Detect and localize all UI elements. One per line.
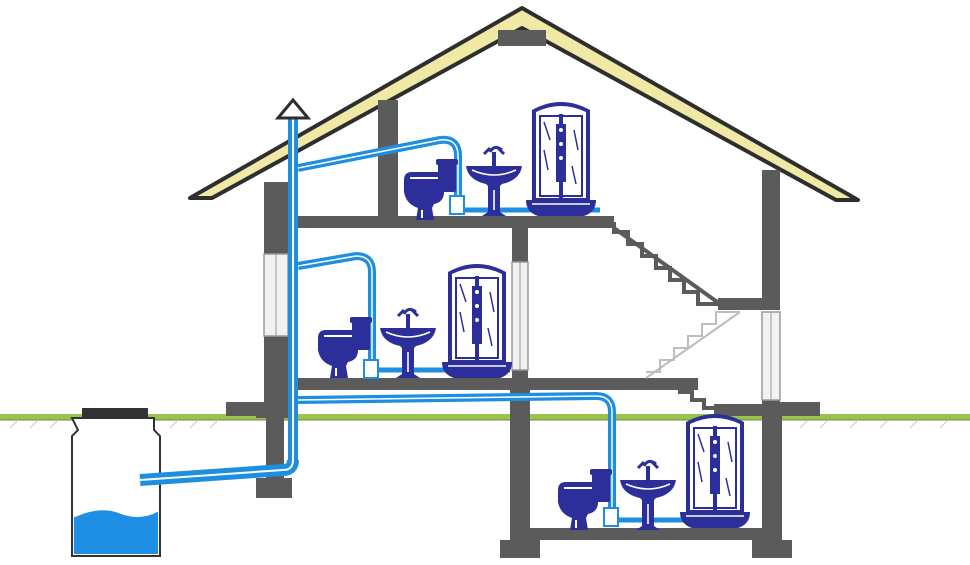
upper-staircase [612,222,722,306]
shower-cabin-icon [524,100,598,218]
sink-icon [464,145,524,218]
sewer-outlet-pipe [139,459,299,486]
shower-cabin-icon [678,412,752,530]
shower-cabin-icon [440,262,514,380]
septic-tank-icon [70,408,161,557]
window-middle [511,261,529,371]
vent-up-arrow-icon [274,97,312,120]
lower-staircase [645,311,741,379]
attic-ceiling-beam [498,30,546,46]
window-right [761,311,781,401]
window-left [263,253,289,337]
attic-drain-box [449,195,465,215]
ground-strip [0,414,970,420]
basement-drain-box [603,507,619,527]
ground-hatching [9,419,949,429]
first-floor-drain-box [363,359,379,379]
vent-stack [288,116,298,466]
wastewater [74,508,158,554]
roof [188,6,860,202]
basement-staircase [668,382,716,410]
